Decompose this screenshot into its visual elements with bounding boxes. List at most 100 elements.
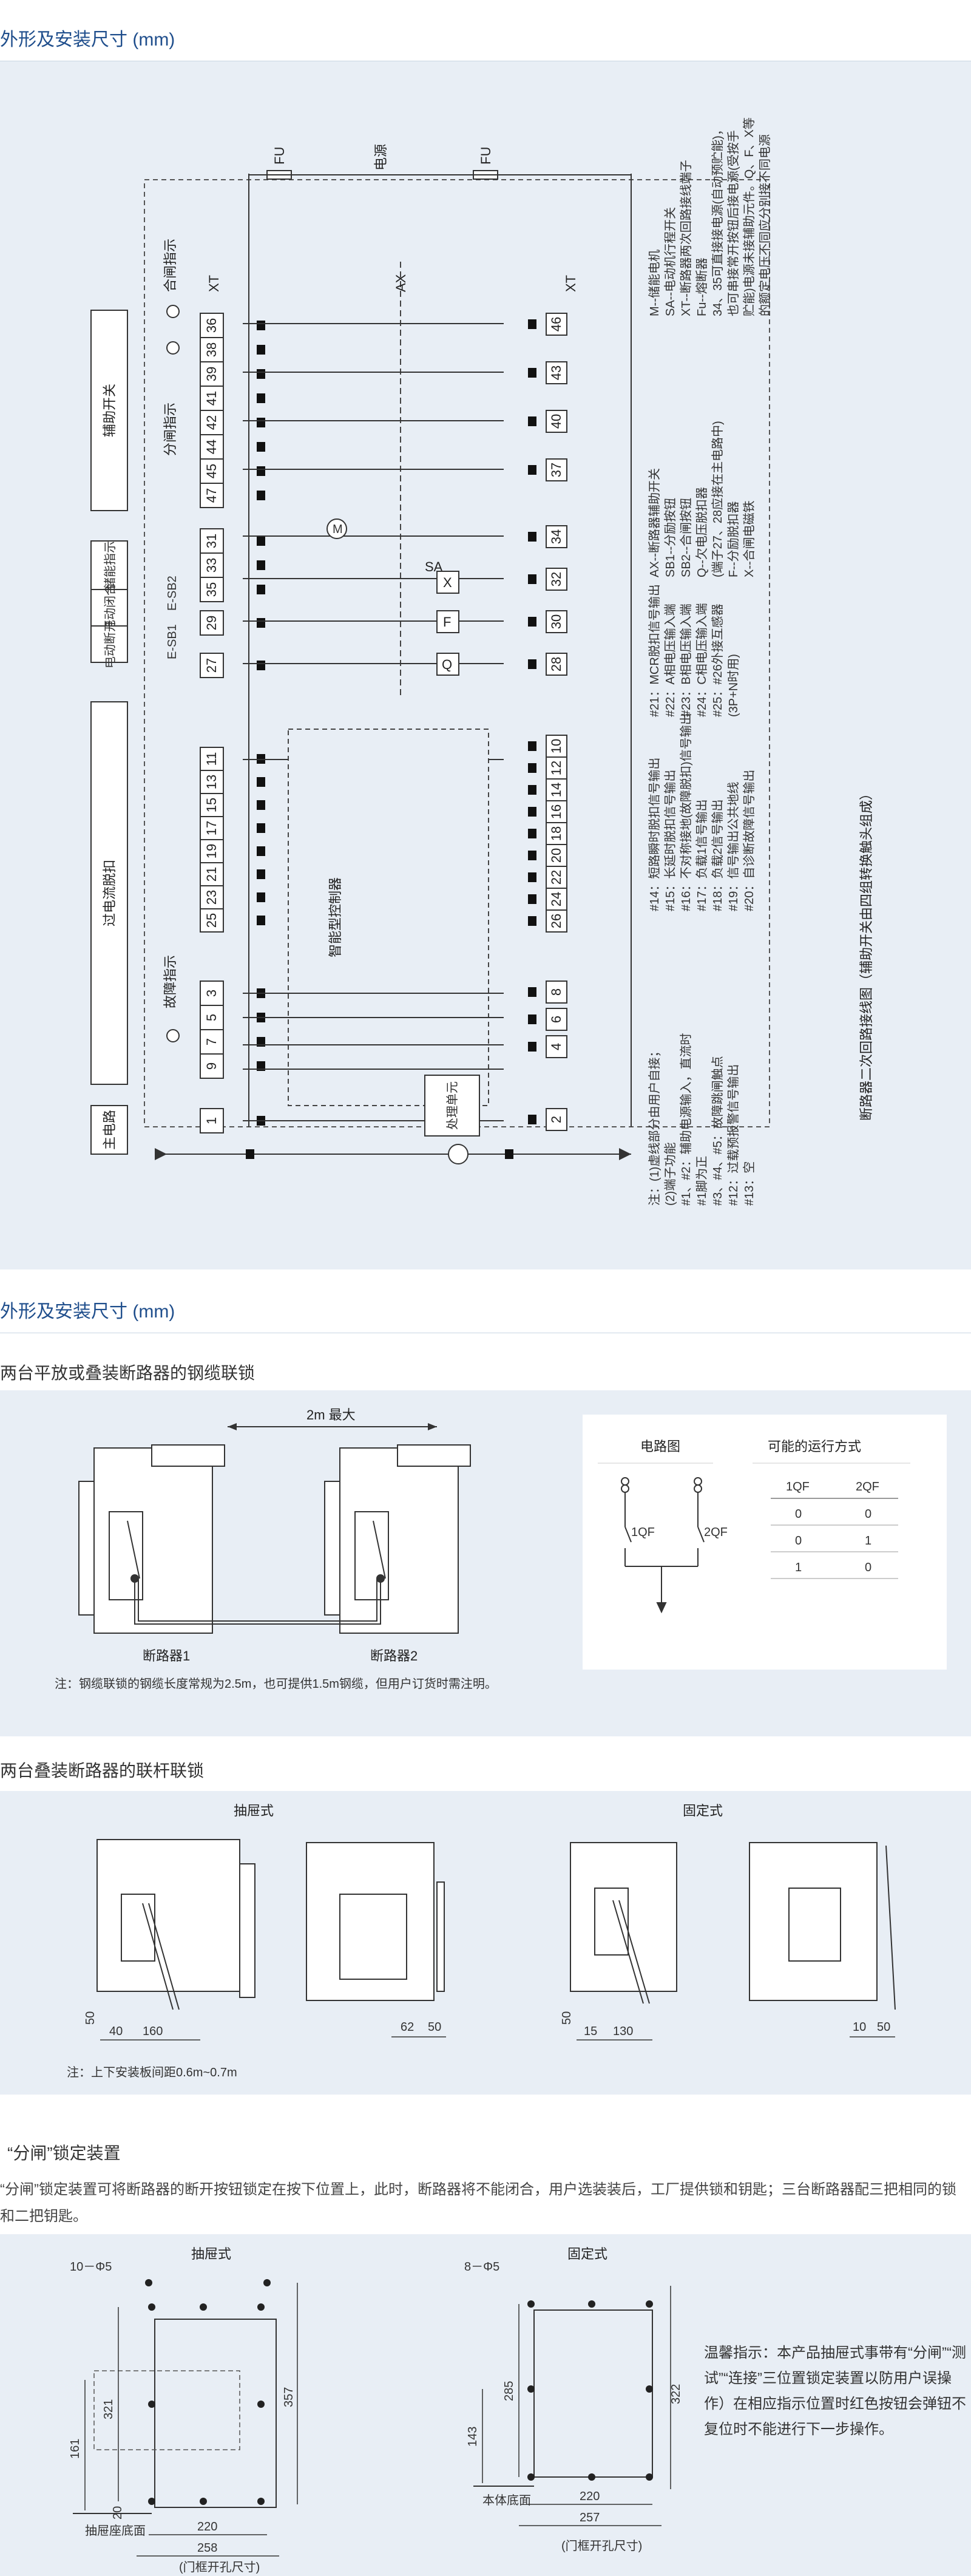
terminal-contact [528, 1115, 536, 1124]
terminal-contact [528, 1042, 536, 1052]
table-cell: 1 [795, 1561, 802, 1574]
warm-tip: 温馨指示：本产品抽屉式事带有“分闸”“测试”“连接”三位置锁定装置以防用户误操作… [704, 2345, 966, 2438]
terminal-contact [257, 491, 265, 500]
terminal-number: 27 [204, 658, 219, 673]
terminal-contact [257, 466, 265, 476]
ax-label: AX [393, 274, 408, 292]
terminal-contact [528, 829, 536, 838]
note-line: #19：信号输出公共地线 [726, 782, 740, 911]
table-header-1qf: 1QF [786, 1480, 810, 1494]
note-line: #21：MCR脱扣信号输出 [648, 584, 661, 717]
terminal-number: 42 [204, 415, 219, 430]
terminal-number: 7 [204, 1038, 219, 1045]
f-coil [436, 610, 459, 633]
e-sb1-label: E-SB1 [166, 624, 179, 659]
terminal-number: 3 [204, 990, 219, 997]
lock-device-panel: 抽屉式 固定式 10－Φ5 8－Φ5 161 321 357 20 220 25… [0, 2234, 971, 2576]
dim-label: 257 [580, 2511, 600, 2524]
section-header-1: 外形及安装尺寸 (mm) [0, 0, 971, 61]
note-line: 注：(1)虚线部分由用户自接； [648, 1045, 661, 1206]
rod-drawout-side [96, 1839, 255, 2010]
terminal-box [546, 1035, 567, 1058]
terminal-number: 31 [204, 534, 219, 548]
table-cell: 0 [795, 1534, 802, 1548]
main-circuit-label: 主电路 [102, 1110, 117, 1150]
dim-label: 130 [613, 2025, 633, 2038]
dim-label: 322 [669, 2384, 683, 2404]
terminal-box [546, 313, 567, 336]
terminal-box [546, 888, 567, 911]
controller-wires [243, 759, 504, 1121]
open-indicator-label: 分闸指示 [163, 403, 178, 456]
terminal-contact [257, 536, 265, 546]
circuit-card [583, 1415, 947, 1670]
terminal-number: 35 [204, 582, 219, 597]
terminal-contact [257, 418, 265, 427]
base-right-label: 本体底面 [482, 2493, 531, 2507]
terminal-contact [257, 892, 265, 902]
overcurrent-label: 过电流脱扣 [102, 860, 117, 926]
note-line: #22：A相电压输入端 [663, 603, 677, 717]
cable-lock-note: 注：钢缆联锁的钢缆长度常规为2.5m，也可提供1.5m钢缆，但用户订货时需注明。 [55, 1677, 497, 1691]
note-line: (2)端子功能 [663, 1143, 677, 1206]
breaker-2-label: 断路器2 [370, 1648, 418, 1664]
terminal-box [200, 313, 224, 338]
terminal-number: 12 [549, 761, 564, 775]
dim-label: 62 [401, 2020, 414, 2034]
terminal-contact [528, 368, 536, 378]
motor-label: M [333, 523, 343, 536]
note-line: #1、#2：辅助电源输入，直流时 [679, 1033, 693, 1206]
terminal-box [200, 839, 224, 863]
x-coil [436, 571, 459, 594]
dim-label: 50 [84, 2011, 97, 2025]
table-cell: 0 [865, 1507, 871, 1521]
breaker-1-label: 断路器1 [143, 1648, 190, 1664]
terminal-contact [528, 763, 536, 773]
x-label: X [443, 575, 452, 590]
terminal-contact [528, 851, 536, 860]
terminal-contact [257, 846, 265, 856]
xt-right-label: XT [563, 275, 578, 292]
dim-label: 285 [502, 2381, 516, 2401]
note-line: #23：B相电压输入端 [679, 603, 693, 717]
notes-col-2: #14：短路瞬时脱扣信号输出#15：长延时脱扣信号输出#16：不对称接地(故障脱… [648, 713, 756, 911]
max-length-label: 2m 最大 [306, 1407, 356, 1422]
dim-label: 50 [877, 2020, 890, 2034]
processing-unit-label: 处理单元 [445, 1081, 459, 1130]
processing-unit-box [424, 1075, 480, 1137]
dim-label: 10 [853, 2020, 866, 2034]
power-label: 电源 [373, 144, 388, 171]
terminal-box [200, 908, 224, 933]
dim-label: 161 [69, 2439, 82, 2459]
terminal-number: 40 [549, 414, 564, 429]
terminal-box [200, 793, 224, 817]
terminal-number: 38 [204, 342, 219, 357]
terminal-number: 39 [204, 367, 219, 381]
dim-label: 160 [143, 2025, 163, 2038]
terminal-number: 1 [204, 1117, 219, 1124]
dim-label: 258 [197, 2541, 217, 2555]
terminal-contact [528, 807, 536, 817]
terminal-box [200, 885, 224, 909]
wiring-caption: 断路器二次回路接线图（辅助开关由四组转换触头组成） [859, 787, 874, 1121]
rod-lock-diagram: 抽屉式 固定式 50 40 [67, 1803, 896, 2079]
note-line: #20：自诊断故障信号输出 [742, 770, 756, 911]
terminal-contact [528, 617, 536, 627]
terminal-box [546, 1008, 567, 1031]
terminal-number: 14 [549, 783, 564, 797]
terminal-number: 47 [204, 488, 219, 503]
terminal-number: 43 [549, 365, 564, 380]
terminal-box [546, 980, 567, 1004]
note-line: 的额定电压不同应分别接不同电源 [758, 134, 772, 316]
controller-label: 智能型控制器 [328, 877, 343, 957]
terminal-number: 16 [549, 804, 564, 819]
terminal-contact [528, 416, 536, 426]
e-sb2-label: E-SB2 [166, 576, 179, 611]
terminal-number: 44 [204, 440, 219, 454]
section-header-2: 外形及安装尺寸 (mm) [0, 1272, 971, 1333]
note-line: #1脚为正 [695, 1156, 709, 1206]
terminal-contact [528, 785, 536, 795]
terminal-contact [257, 916, 265, 925]
notes-col-1: 注：(1)虚线部分由用户自接；(2)端子功能#1、#2：辅助电源输入，直流时#1… [648, 1033, 756, 1206]
note-line: #12：过载预报警信号输出 [726, 1064, 740, 1206]
